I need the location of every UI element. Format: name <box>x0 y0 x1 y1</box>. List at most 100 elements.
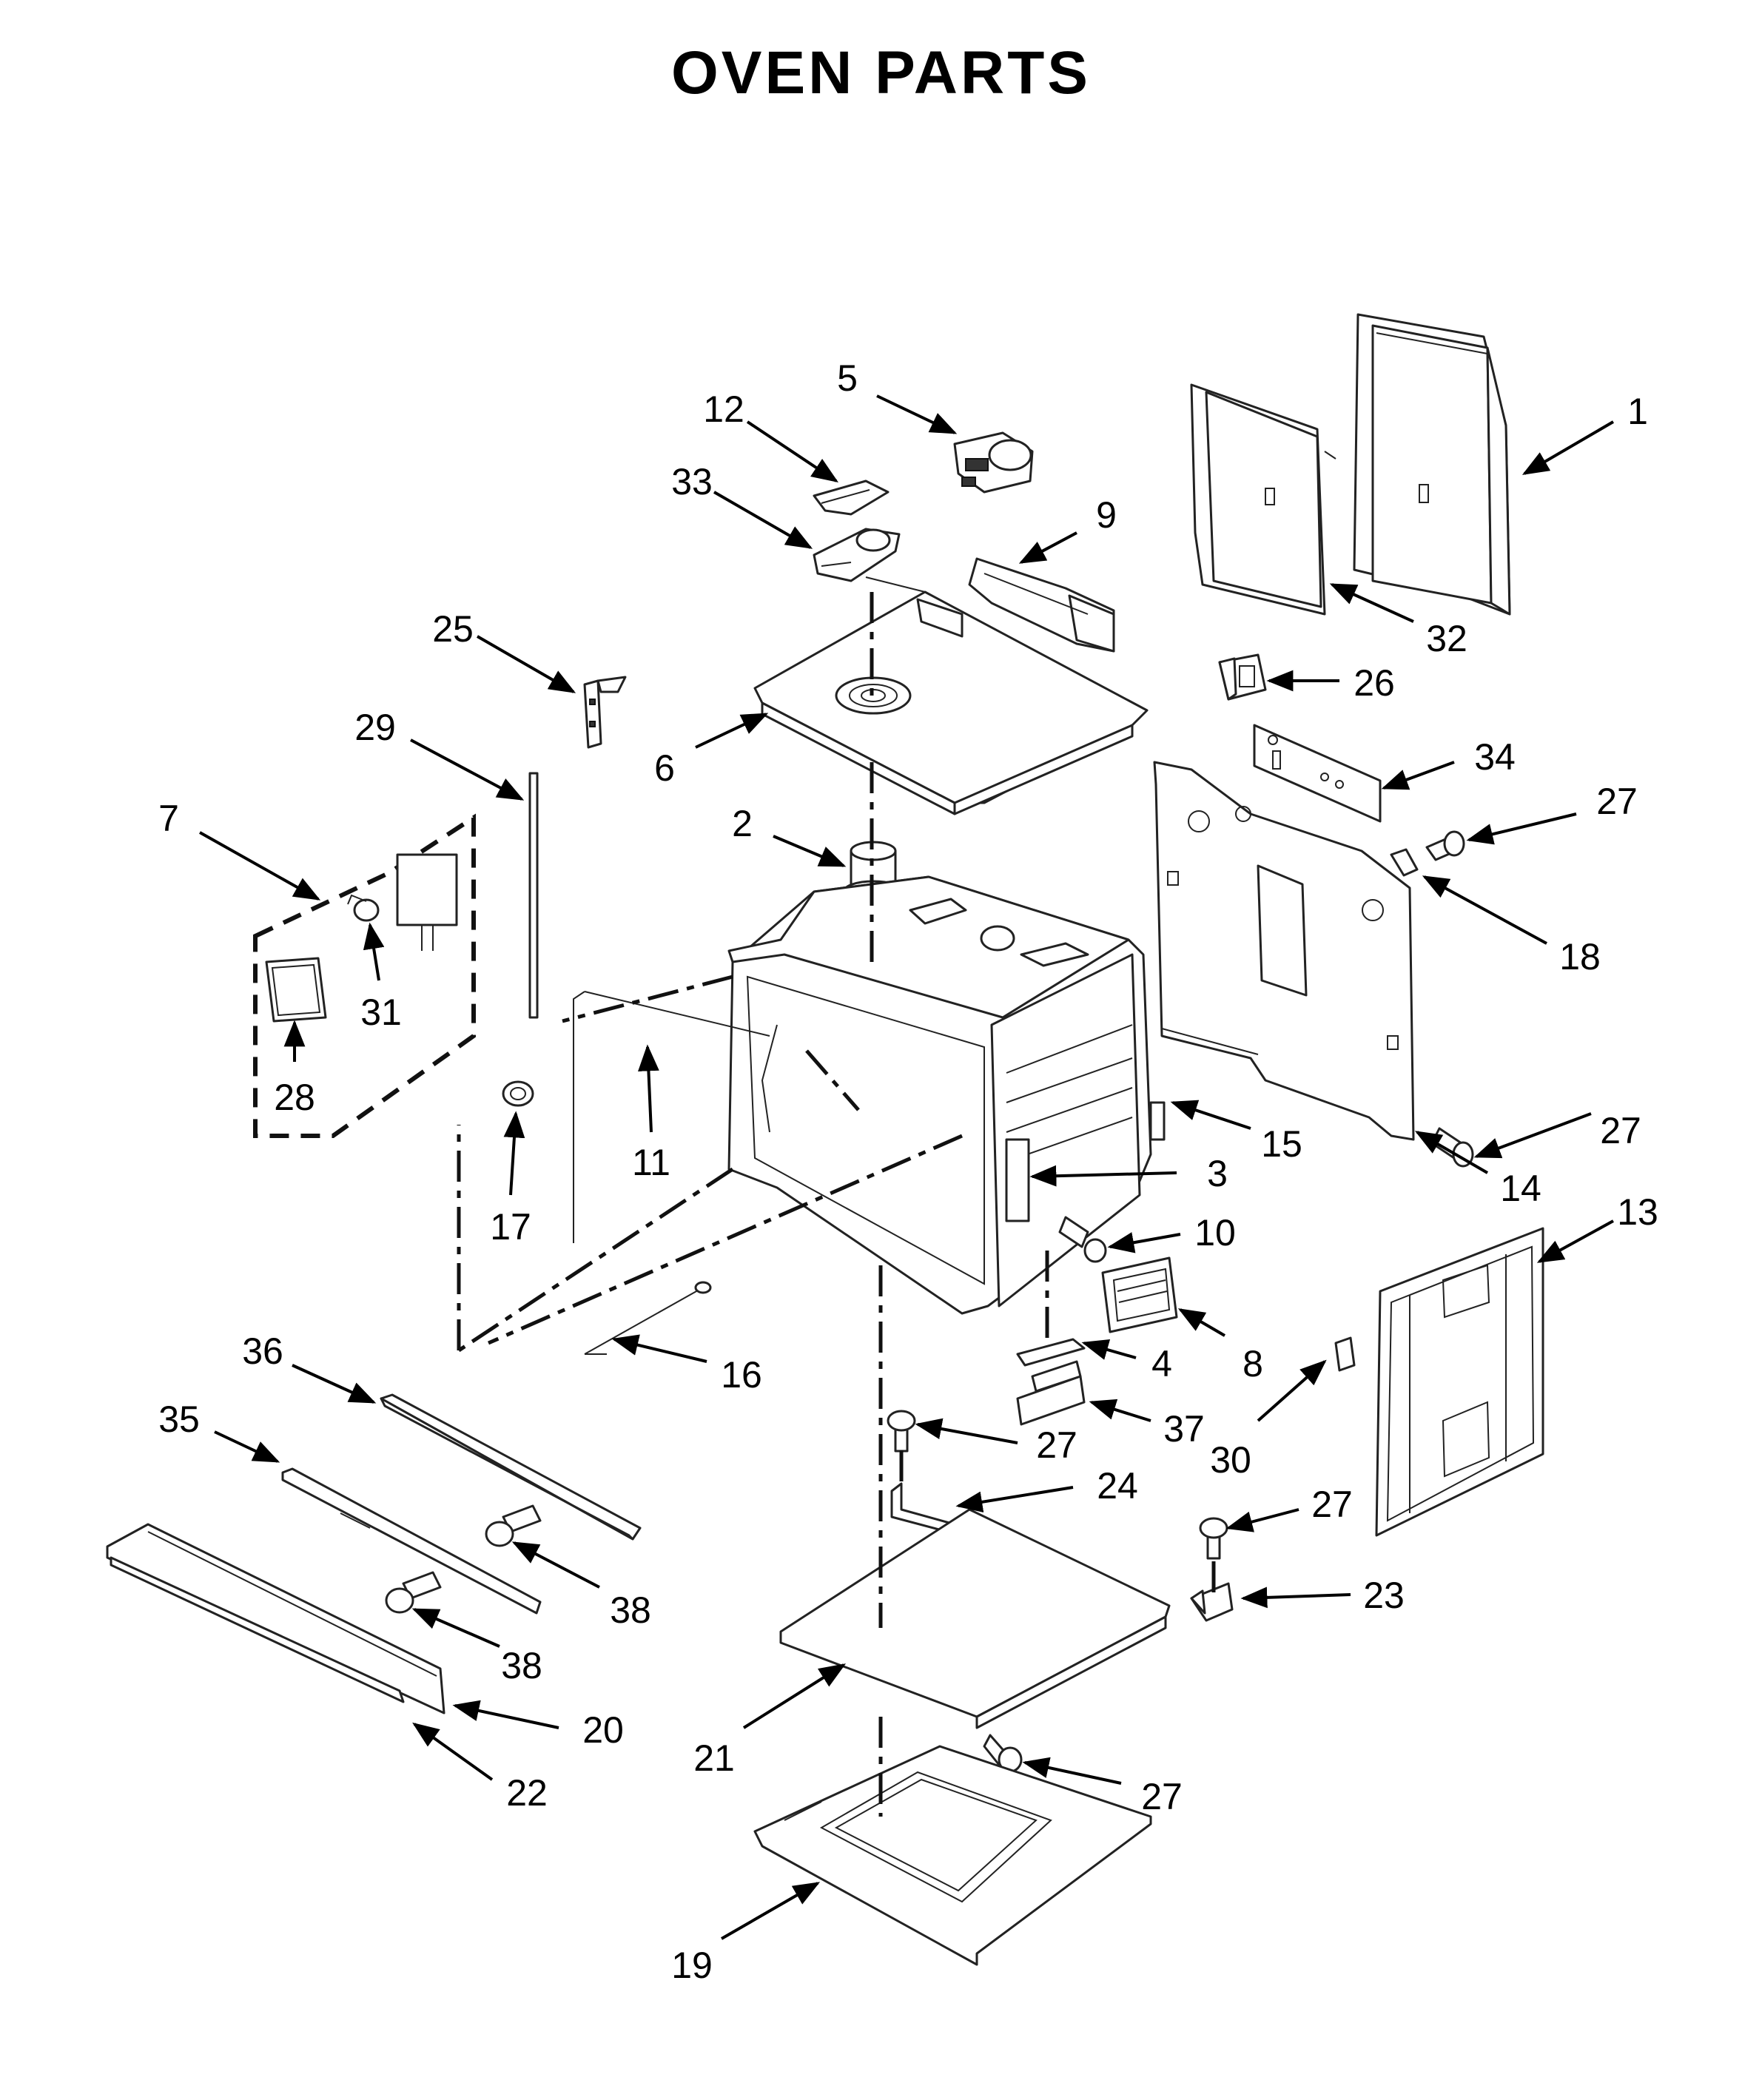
callout-10: 10 <box>1107 1212 1236 1253</box>
callout-label: 5 <box>837 357 858 399</box>
part-20-trim <box>106 1523 445 1714</box>
part-17-knob <box>502 1080 534 1107</box>
part-27-screw-e <box>983 1734 1023 1773</box>
callout-label: 31 <box>360 992 402 1033</box>
callout-label: 22 <box>506 1772 548 1814</box>
part-8-vent-grille <box>1101 1256 1178 1333</box>
callout-37: 37 <box>1089 1399 1205 1450</box>
callout-18: 18 <box>1422 875 1601 977</box>
part-16-probe <box>584 1281 712 1355</box>
callout-27-b: 27 <box>1473 1110 1641 1159</box>
callout-32: 32 <box>1329 583 1467 659</box>
callout-13: 13 <box>1536 1191 1658 1263</box>
callout-11: 11 <box>632 1044 670 1183</box>
callout-label: 23 <box>1363 1575 1405 1616</box>
part-27-screw-a <box>1425 830 1465 861</box>
callout-35: 35 <box>158 1399 280 1463</box>
callout-7: 7 <box>158 798 321 901</box>
callout-label: 21 <box>693 1737 735 1779</box>
callout-label: 24 <box>1097 1465 1138 1507</box>
callout-label: 3 <box>1207 1153 1228 1194</box>
part-14-side-panel <box>1153 761 1415 1141</box>
part-37-bracket-block <box>1016 1360 1086 1426</box>
callout-label: 36 <box>242 1330 283 1372</box>
callout-19: 19 <box>671 1882 821 1986</box>
part-38-screw-b <box>385 1571 442 1614</box>
callout-label: 27 <box>1036 1424 1077 1466</box>
part-35-rail <box>281 1467 542 1615</box>
part-18-clip <box>1390 848 1419 877</box>
part-5-controller <box>953 431 1034 494</box>
callout-27-e: 27 <box>1022 1757 1183 1817</box>
callout-label: 20 <box>582 1709 624 1751</box>
part-3-oven-cavity <box>727 875 1152 1315</box>
part-27-screw-d <box>1199 1517 1228 1560</box>
callout-6: 6 <box>654 713 769 789</box>
callout-17: 17 <box>490 1111 531 1248</box>
callout-15: 15 <box>1170 1100 1302 1165</box>
callout-label: 38 <box>501 1645 542 1686</box>
callout-label: 27 <box>1311 1484 1353 1525</box>
callout-8: 8 <box>1177 1308 1263 1384</box>
callout-label: 11 <box>632 1142 670 1183</box>
part-38-screw-a <box>485 1504 542 1547</box>
callout-label: 13 <box>1617 1191 1658 1233</box>
callout-label: 6 <box>654 747 675 789</box>
part-29-rod <box>528 772 539 1019</box>
callout-38-b: 38 <box>411 1608 542 1686</box>
part-22-trim-strip <box>110 1556 405 1703</box>
callout-23: 23 <box>1240 1575 1405 1616</box>
part-25-bracket <box>583 676 627 749</box>
callout-22: 22 <box>412 1722 548 1814</box>
part-26-box <box>1218 653 1267 701</box>
part-32-side-panel <box>1190 383 1336 616</box>
callout-label: 37 <box>1163 1408 1205 1450</box>
callout-27-a: 27 <box>1466 781 1638 845</box>
callout-label: 35 <box>158 1399 200 1440</box>
part-11-element <box>573 991 770 1243</box>
callout-38-a: 38 <box>511 1541 651 1631</box>
part-23-bracket <box>1190 1582 1234 1622</box>
part-33-mount <box>813 528 901 582</box>
callout-label: 10 <box>1194 1212 1236 1253</box>
callout-1: 1 <box>1521 391 1648 475</box>
callout-5: 5 <box>837 357 958 434</box>
callout-label: 9 <box>1096 494 1117 536</box>
callout-30: 30 <box>1210 1359 1327 1481</box>
callout-36: 36 <box>242 1330 377 1404</box>
callout-label: 1 <box>1627 391 1648 432</box>
callout-label: 30 <box>1210 1439 1251 1481</box>
callout-label: 19 <box>671 1945 713 1986</box>
callout-31: 31 <box>360 922 402 1033</box>
callout-label: 28 <box>274 1077 315 1118</box>
callout-label: 12 <box>703 388 744 430</box>
callout-26: 26 <box>1266 662 1395 704</box>
callout-34: 34 <box>1381 736 1516 790</box>
part-10-screw <box>1058 1216 1107 1263</box>
callout-label: 32 <box>1426 618 1467 659</box>
callout-label: 33 <box>671 461 713 502</box>
part-21-floor-panel <box>779 1508 1171 1729</box>
assembly-lines <box>457 592 1216 1817</box>
callout-label: 17 <box>490 1206 531 1248</box>
callout-label: 34 <box>1474 736 1516 778</box>
callout-label: 29 <box>354 707 396 748</box>
callout-2: 2 <box>732 803 847 867</box>
part-19-bottom-tray <box>753 1745 1152 1966</box>
callout-14: 14 <box>1414 1131 1541 1209</box>
callout-27-d: 27 <box>1225 1484 1353 1532</box>
part-34-bracket-strip <box>1253 724 1382 823</box>
callout-12: 12 <box>703 388 838 482</box>
callout-27-c: 27 <box>915 1418 1077 1466</box>
part-13-side-panel <box>1375 1227 1544 1537</box>
callout-28: 28 <box>274 1020 315 1118</box>
part-6-top-plate <box>753 576 1149 815</box>
callout-21: 21 <box>693 1663 847 1779</box>
callout-label: 15 <box>1261 1123 1302 1165</box>
callout-16: 16 <box>611 1334 762 1396</box>
callout-label: 8 <box>1243 1343 1263 1384</box>
callout-29: 29 <box>354 707 525 801</box>
part-27-screw-c <box>887 1410 916 1453</box>
callout-label: 7 <box>158 798 179 839</box>
